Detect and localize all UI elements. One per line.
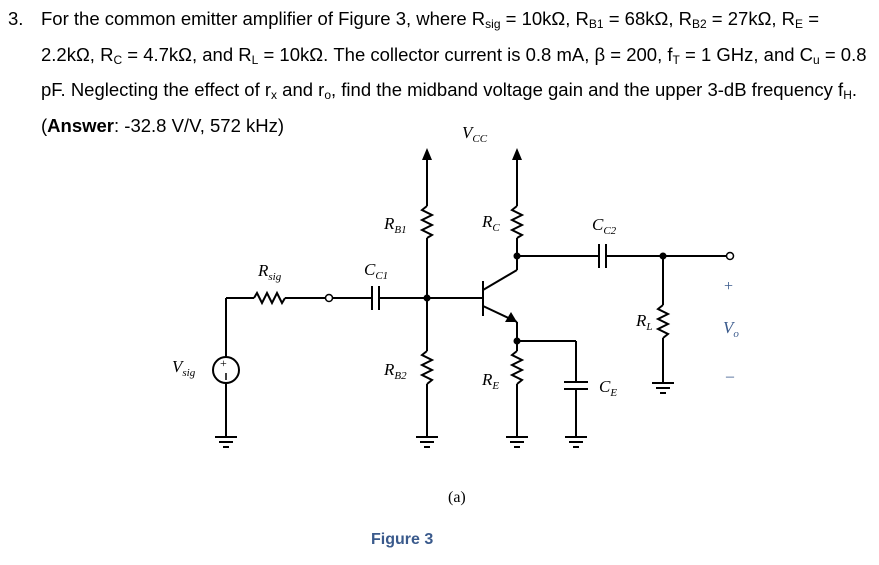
output-minus-label: –	[725, 368, 735, 385]
ground-icon	[416, 436, 438, 448]
cc1-label: CC1	[364, 260, 388, 282]
subscript: x	[271, 88, 278, 102]
input-terminal	[324, 293, 334, 303]
rsig-label: Rsig	[257, 261, 282, 283]
subscript: H	[843, 88, 852, 102]
problem-statement: 3. For the common emitter amplifier of F…	[8, 4, 874, 141]
subscript: E	[795, 17, 804, 31]
subscript: L	[251, 52, 259, 67]
ground-icon	[215, 436, 237, 448]
problem-text-part: = 68kΩ, R	[603, 8, 692, 29]
answer-value: : -32.8 V/V, 572 kHz)	[114, 114, 285, 136]
problem-text-part: = 10kΩ. The collector current is 0.8 mA,…	[258, 43, 673, 65]
re-resistor	[509, 350, 525, 385]
problem-text-part: = 2.2kΩ, R	[41, 8, 820, 65]
subscript: o	[324, 88, 332, 102]
problem-text-part: = 0.8 pF. Neglecting the effect of r	[41, 43, 867, 101]
rc-resistor	[509, 205, 525, 239]
subscript: u	[813, 52, 820, 67]
vcc-arrow-icon	[422, 148, 432, 160]
ground-icon	[565, 436, 587, 448]
output-plus-label: +	[724, 278, 733, 295]
answer-label: Answer	[47, 114, 114, 136]
problem-text-part: = 27kΩ, R	[706, 8, 796, 29]
ground-icon	[652, 382, 674, 394]
vsig-plus-sign: +	[220, 356, 227, 370]
problem-text-part: = 4.7kΩ, and R	[122, 43, 252, 65]
figure-caption: Figure 3	[371, 531, 434, 548]
part-label: (a)	[448, 489, 466, 506]
problem-text-part: and r	[277, 79, 325, 100]
ce-label: CE	[599, 377, 617, 399]
rb2-resistor	[419, 350, 435, 385]
subscript: C	[113, 52, 123, 67]
rb1-resistor	[419, 205, 435, 239]
re-label: RE	[481, 370, 499, 392]
vsig-label: Vsig	[172, 357, 196, 379]
ground-icon	[506, 436, 528, 448]
rc-label: RC	[481, 212, 500, 234]
subscript: B2	[691, 17, 707, 31]
bjt-collector-lead	[482, 269, 518, 291]
problem-text-part: For the common emitter amplifier of Figu…	[41, 8, 486, 29]
vo-label: Vo	[723, 318, 739, 340]
problem-text-part: . (	[41, 79, 858, 136]
cc2-label: CC2	[592, 215, 617, 237]
rl-resistor	[655, 304, 671, 339]
problem-text-part: = 10kΩ, R	[500, 8, 589, 29]
subscript: sig	[485, 17, 501, 31]
output-terminal	[725, 251, 735, 261]
rsig-resistor	[253, 290, 286, 306]
rb1-label: RB1	[383, 214, 407, 236]
problem-text: For the common emitter amplifier of Figu…	[41, 4, 874, 141]
problem-text-part: , find the midband voltage gain and the …	[331, 79, 844, 100]
vcc-label: VCC	[462, 123, 488, 145]
subscript: B1	[588, 17, 604, 31]
vcc-arrow-icon	[512, 148, 522, 160]
emitter-arrow-icon	[505, 312, 517, 322]
problem-number: 3.	[8, 8, 24, 29]
rb2-label: RB2	[383, 360, 407, 382]
rl-label: RL	[635, 311, 653, 333]
subscript: T	[672, 52, 680, 67]
problem-text-part: = 1 GHz, and C	[679, 43, 814, 65]
